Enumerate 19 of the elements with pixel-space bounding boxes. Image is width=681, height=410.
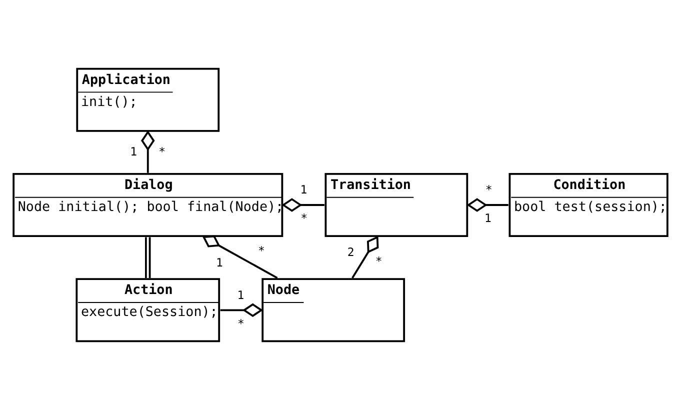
label: *: [238, 316, 244, 330]
connector: [202, 235, 278, 279]
label: *: [258, 244, 265, 258]
connector: [141, 130, 155, 173]
label: 1: [216, 255, 223, 270]
connector: [220, 303, 264, 318]
label: *: [300, 211, 308, 226]
connector: [282, 198, 324, 212]
connector: [466, 198, 508, 212]
label: 2: [347, 245, 354, 260]
label: 1: [237, 288, 244, 302]
label: 1: [130, 144, 138, 158]
label: 1: [300, 182, 308, 197]
connector: [145, 237, 151, 278]
connector: [352, 236, 379, 279]
label: 1: [484, 211, 492, 226]
label: *: [375, 254, 382, 268]
label: *: [485, 182, 492, 197]
label: *: [158, 144, 166, 158]
